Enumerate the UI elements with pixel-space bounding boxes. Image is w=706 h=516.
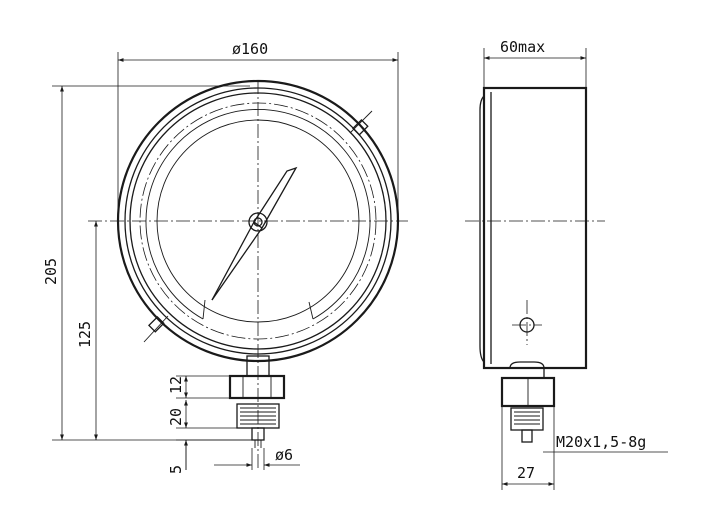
case-depth-label: 60max [500,38,545,56]
hex-height-label: 12 [167,376,185,394]
tip-diameter-label: 6 [284,446,293,464]
side-socket [500,361,556,443]
thread-length-label: 20 [167,408,185,426]
dim-case-depth: 60max [483,38,587,88]
bottom-left-lug [143,315,169,343]
dim-hex-height: 12 [167,375,232,399]
dim-case-diameter: ø160 [117,40,399,221]
top-right-lug [349,110,373,136]
case-diameter-label: 160 [241,40,268,58]
thread-spec-callout: M20x1,5-8g [543,433,668,453]
overall-height-label: 205 [42,258,60,285]
center-to-bottom-label: 125 [76,321,94,348]
dim-overall-height: 205 [42,85,254,441]
thread-spec-label: M20x1,5-8g [556,433,646,451]
dim-hex-width: 27 [501,406,555,490]
diameter-symbol-small: ø [275,446,284,464]
side-view: 60max M20x1,5-8g 27 [465,38,668,490]
dim-tip-length: 5 [167,439,252,474]
front-view: ø160 205 125 12 20 [42,40,408,474]
side-case-body [482,86,588,370]
diameter-symbol: ø [232,40,241,58]
gauge-pointer [211,166,298,301]
pressure-socket [228,355,286,448]
dim-tip-diameter: ø6 [214,446,300,470]
scale-arc-start [202,299,206,320]
hex-width-label: 27 [517,464,535,482]
window-dash-ring [139,102,377,340]
bezel-inner-ring [129,92,387,350]
scale-arc-end [308,301,314,320]
svg-text:ø6: ø6 [275,446,293,464]
bezel-ring [124,87,392,355]
dial-ring [156,119,360,323]
tip-length-label: 5 [167,465,185,474]
side-bezel-edge [479,95,485,363]
dim-thread-length: 20 [167,400,240,429]
svg-text:ø160: ø160 [232,40,268,58]
side-mount-hole [512,300,542,345]
scale-arc-band [145,109,371,320]
dim-center-to-bottom: 125 [76,221,98,440]
